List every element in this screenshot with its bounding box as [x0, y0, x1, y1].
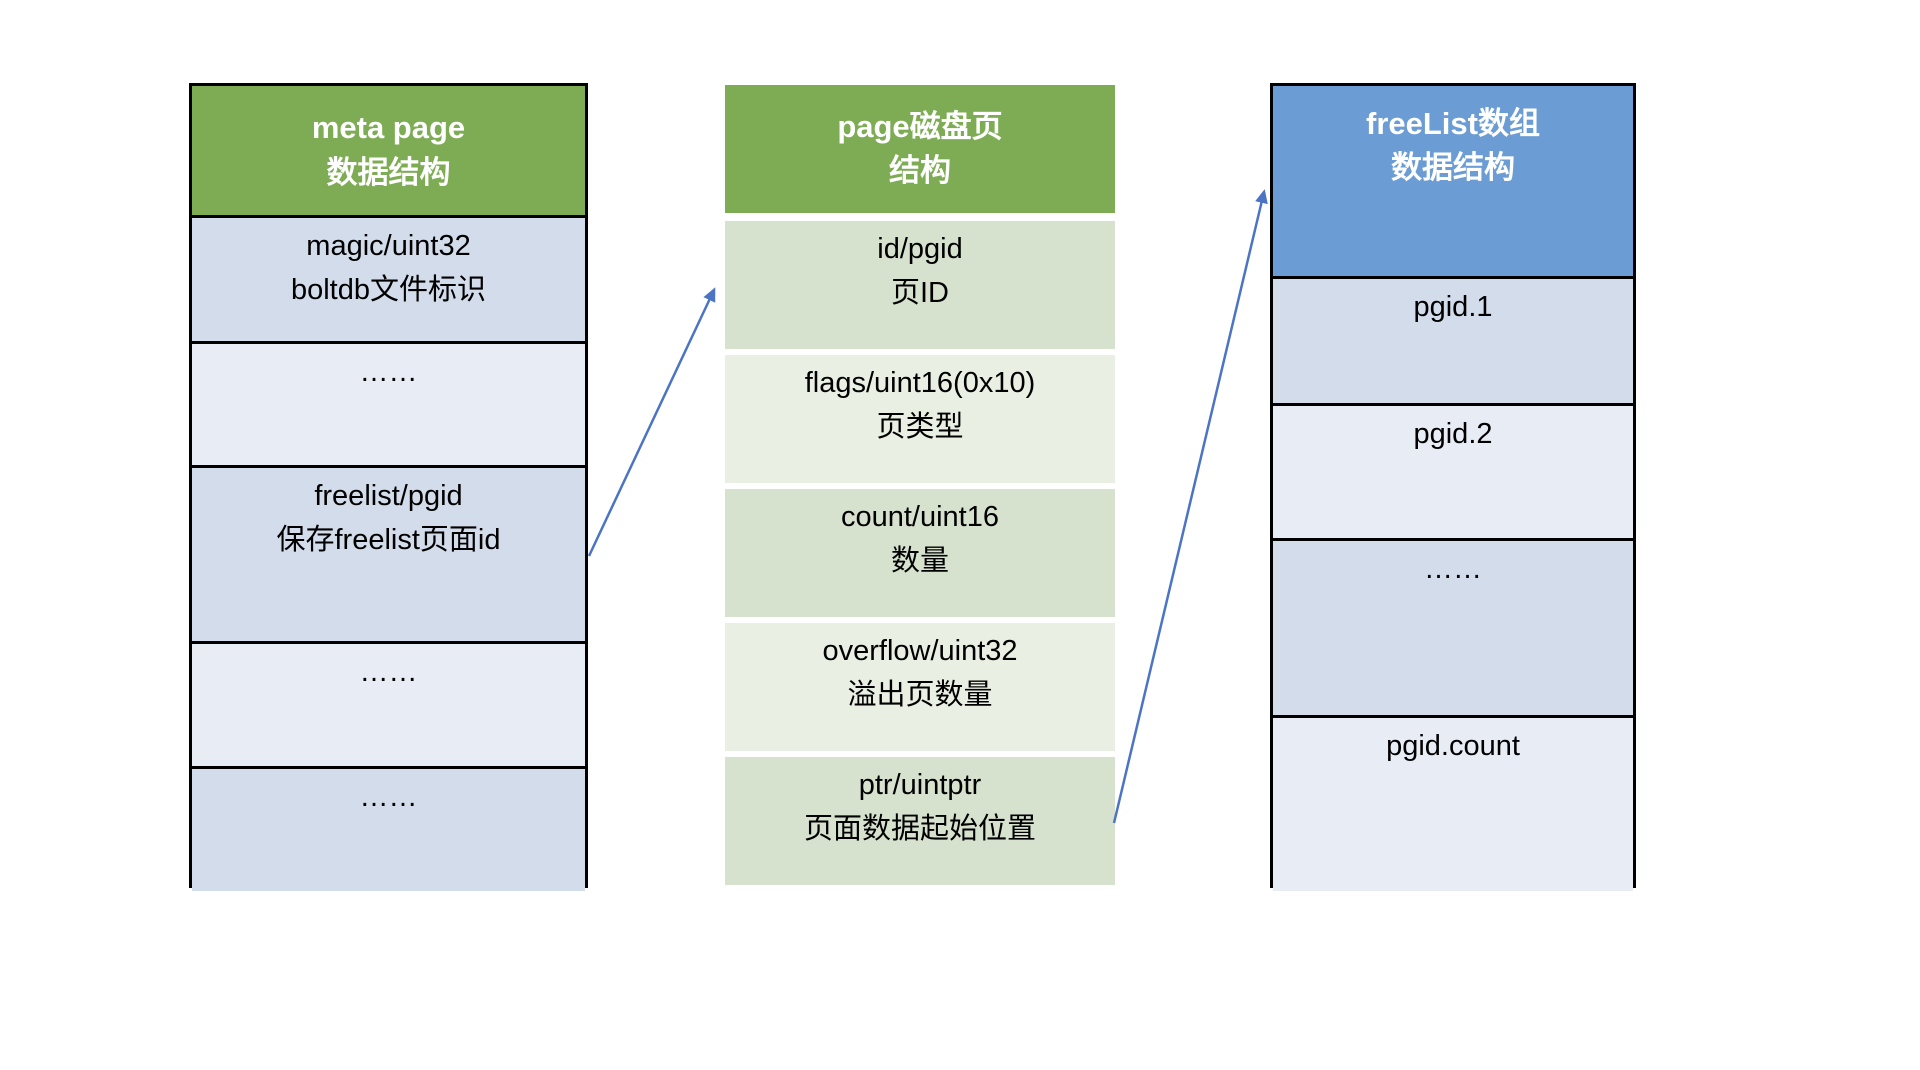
- meta-row-freelist-line1: freelist/pgid: [314, 480, 463, 512]
- meta-row-ellipsis-1: ……: [192, 341, 585, 465]
- page-header-line2: 结构: [889, 153, 951, 188]
- ellipsis-text: ……: [359, 356, 418, 388]
- ellipsis-text: ……: [1424, 553, 1482, 585]
- ellipsis-text: ……: [359, 781, 418, 813]
- freelist-row-pgid1: pgid.1: [1273, 276, 1633, 403]
- freelist-row-pgidcount: pgid.count: [1273, 715, 1633, 891]
- freelist-row-pgidcount-text: pgid.count: [1386, 730, 1520, 762]
- page-row-id: id/pgid 页ID: [725, 221, 1115, 349]
- arrow-ptr-to-freelist-icon: [1112, 189, 1268, 824]
- page-row-flags-line2: 页类型: [876, 410, 964, 443]
- meta-row-freelist: freelist/pgid 保存freelist页面id: [192, 465, 585, 641]
- meta-header-line1: meta page: [311, 110, 466, 146]
- page-row-overflow-line2: 溢出页数量: [847, 678, 993, 711]
- page-row-ptr-line2: 页面数据起始位置: [803, 812, 1036, 845]
- arrow-freelist-to-page-icon: [587, 287, 716, 557]
- page-row-overflow-line1: overflow/uint32: [822, 635, 1018, 667]
- page-row-id-line1: id/pgid: [877, 233, 963, 265]
- meta-page-table-header: meta page 数据结构: [192, 86, 585, 215]
- page-row-flags-line1: flags/uint16(0x10): [804, 367, 1036, 399]
- page-row-ptr: ptr/uintptr 页面数据起始位置: [725, 757, 1115, 885]
- page-structure-table: page磁盘页 结构 id/pgid 页ID flags/uint16(0x10…: [725, 85, 1115, 885]
- meta-header-line2: 数据结构: [326, 154, 451, 190]
- meta-row-ellipsis-3: ……: [192, 766, 585, 891]
- page-header-line1: page磁盘页: [837, 108, 1003, 144]
- page-row-flags: flags/uint16(0x10) 页类型: [725, 355, 1115, 483]
- meta-row-magic-line2: boltdb文件标识: [290, 273, 486, 306]
- meta-row-ellipsis-2: ……: [192, 641, 585, 766]
- freelist-row-pgid2-text: pgid.2: [1413, 418, 1493, 450]
- page-row-ptr-line1: ptr/uintptr: [858, 769, 982, 801]
- freelist-row-ellipsis: ……: [1273, 538, 1633, 715]
- freelist-header-line2: 数据结构: [1391, 150, 1515, 186]
- page-row-count: count/uint16 数量: [725, 489, 1115, 617]
- meta-row-freelist-line2: 保存freelist页面id: [276, 523, 501, 556]
- ellipsis-text: ……: [359, 656, 418, 688]
- page-row-count-line1: count/uint16: [840, 501, 999, 533]
- freelist-array-table-header: freeList数组 数据结构: [1273, 86, 1633, 276]
- freelist-header-line1: freeList数组: [1366, 106, 1540, 141]
- page-row-id-line2: 页ID: [890, 276, 949, 309]
- freelist-row-pgid1-text: pgid.1: [1413, 291, 1493, 323]
- page-row-overflow: overflow/uint32 溢出页数量: [725, 623, 1115, 751]
- freelist-row-pgid2: pgid.2: [1273, 403, 1633, 538]
- page-structure-table-header: page磁盘页 结构: [725, 85, 1115, 213]
- meta-row-magic: magic/uint32 boltdb文件标识: [192, 215, 585, 341]
- meta-row-magic-line1: magic/uint32: [306, 230, 471, 262]
- freelist-array-table: freeList数组 数据结构 pgid.1 pgid.2 …… pgid.co…: [1270, 83, 1636, 891]
- page-row-count-line2: 数量: [890, 544, 949, 577]
- meta-page-table: meta page 数据结构 magic/uint32 boltdb文件标识 ……: [189, 83, 588, 891]
